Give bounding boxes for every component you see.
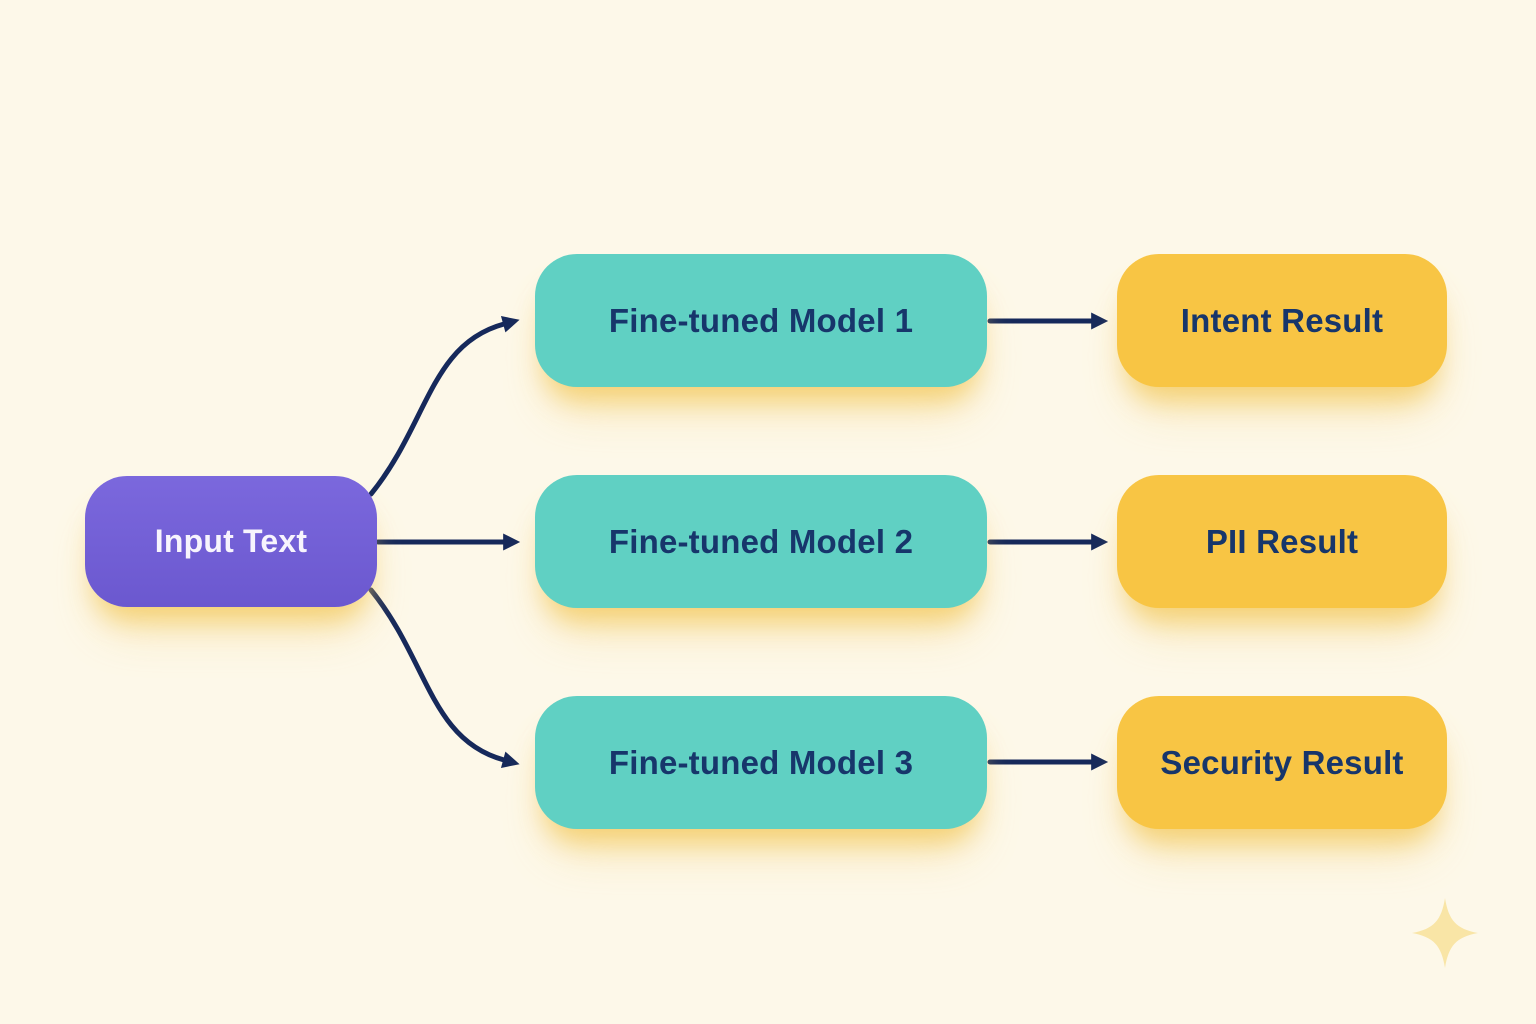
sparkle-icon	[1412, 898, 1478, 968]
model-node-3-label: Fine-tuned Model 3	[608, 743, 914, 781]
model-node-2: Fine-tuned Model 2	[535, 475, 987, 608]
result-node-security: Security Result	[1117, 696, 1447, 829]
input-text-node: Input Text	[85, 476, 377, 607]
input-text-label: Input Text	[154, 523, 308, 559]
edge-input-to-model-3	[368, 587, 520, 768]
result-node-intent-label: Intent Result	[1180, 301, 1384, 339]
result-node-pii: PII Result	[1117, 475, 1447, 608]
result-node-pii-label: PII Result	[1205, 522, 1359, 560]
edge-input-to-model-1	[368, 316, 520, 497]
model-node-2-label: Fine-tuned Model 2	[608, 522, 914, 560]
model-node-3: Fine-tuned Model 3	[535, 696, 987, 829]
model-node-1-label: Fine-tuned Model 1	[608, 301, 914, 339]
result-node-intent: Intent Result	[1117, 254, 1447, 387]
result-node-security-label: Security Result	[1160, 743, 1404, 781]
model-node-1: Fine-tuned Model 1	[535, 254, 987, 387]
